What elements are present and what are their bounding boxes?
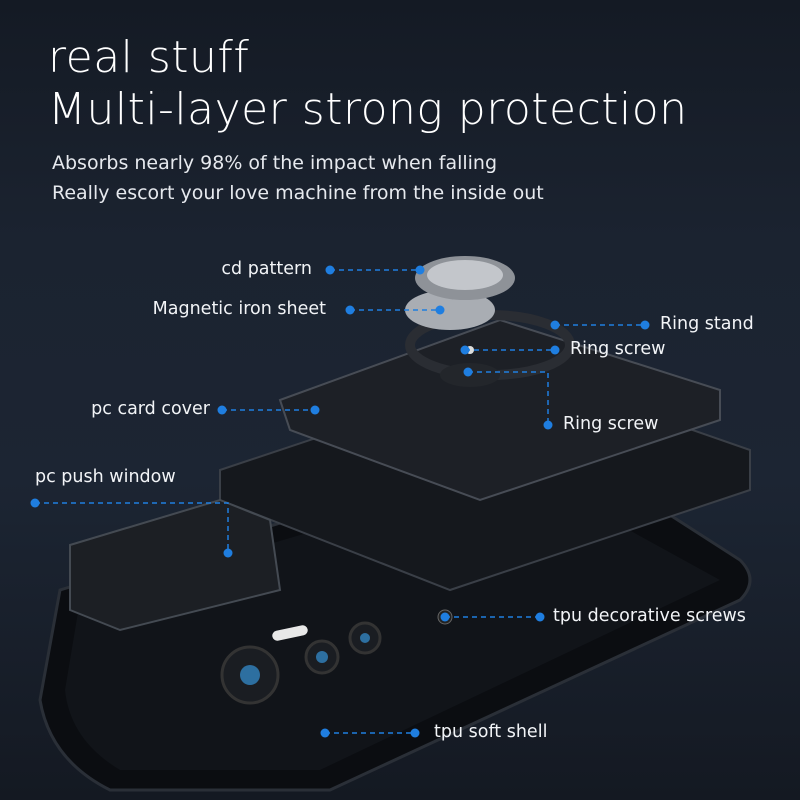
callout-lines <box>35 269 645 734</box>
callout-magnetic-iron-sheet: Magnetic iron sheet <box>152 299 326 319</box>
callout-tpu-soft-shell: tpu soft shell <box>434 722 548 742</box>
cd-pattern-disc-top <box>427 260 503 290</box>
camera-lens-glass <box>240 665 260 685</box>
subtitle-line-1: Absorbs nearly 98% of the impact when fa… <box>52 152 498 174</box>
callout-tpu-decorative-screws: tpu decorative screws <box>553 606 746 626</box>
callout-dots <box>30 265 650 738</box>
pc-push-window <box>69 498 282 632</box>
subtitle-line-2: Really escort your love machine from the… <box>52 182 544 204</box>
callout-pc-push-window: pc push window <box>35 467 176 487</box>
magnetic-iron-sheet <box>405 290 495 330</box>
callout-pc-card-cover: pc card cover <box>91 399 210 419</box>
callout-ring-screw-2: Ring screw <box>563 414 659 434</box>
camera-flash <box>272 625 308 641</box>
camera-lens-glass <box>316 651 328 663</box>
headline-line-2: Multi-layer strong protection <box>48 84 688 135</box>
camera-lens-glass <box>360 633 370 643</box>
callout-ring-stand: Ring stand <box>660 314 754 334</box>
headline-line-1: real stuff <box>48 32 250 83</box>
callout-ring-screw-1: Ring screw <box>570 339 666 359</box>
callout-cd-pattern: cd pattern <box>221 259 312 279</box>
